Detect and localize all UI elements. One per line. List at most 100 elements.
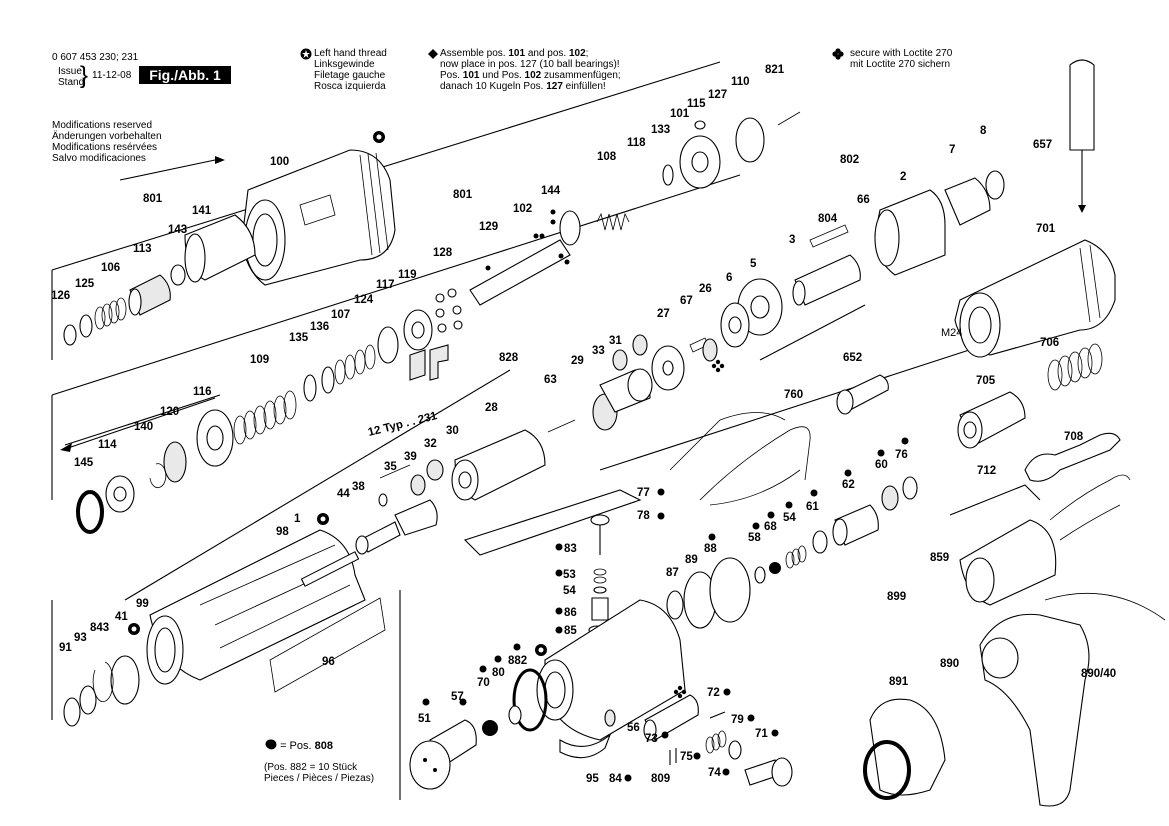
label-31: 31 (609, 335, 622, 347)
fitting-62 (832, 504, 879, 546)
valve-83 (590, 514, 610, 555)
label-28: 28 (485, 402, 498, 414)
label-127: 127 (708, 89, 727, 101)
brace-glyph: } (80, 62, 89, 89)
plates-117 (409, 344, 449, 381)
pieces-line-1: (Pos. 882 = 10 Stück (264, 762, 358, 773)
label-828: 828 (499, 352, 519, 364)
bush-114 (105, 475, 135, 513)
filter-60 (881, 485, 899, 511)
washer-136 (321, 366, 335, 394)
part-number: 0 607 453 230; 231 (52, 52, 139, 63)
label-54a: 54 (783, 512, 796, 524)
spring-108 (596, 212, 630, 231)
coupling-859 (959, 474, 1131, 606)
oring-76 (902, 476, 918, 500)
part-labels: 100 801 141 143 113 106 125 126 801 129 … (51, 64, 1116, 785)
ball-70 (482, 720, 498, 736)
washer-125 (79, 314, 93, 338)
label-73: 73 (645, 733, 658, 745)
label-144: 144 (541, 185, 561, 197)
label-136: 136 (310, 321, 329, 333)
label-101: 101 (670, 108, 690, 120)
label-701: 701 (1036, 223, 1056, 235)
cylinder-2 (874, 189, 946, 276)
left-thread-en: Left hand thread (314, 48, 387, 59)
label-26: 26 (699, 283, 712, 295)
label-29: 29 (571, 355, 584, 367)
plug-86 (591, 597, 609, 621)
label-79: 79 (731, 714, 744, 726)
plate-27 (651, 345, 685, 391)
mod-line-de: Änderungen vorbehalten (52, 131, 162, 142)
label-61: 61 (806, 501, 819, 513)
label-70: 70 (477, 677, 490, 689)
label-859: 859 (930, 552, 949, 564)
nipple-705 (957, 391, 1026, 449)
pin-821 (777, 111, 801, 126)
assemble-line-2: now place in pos. 127 (10 ball bearings)… (440, 59, 620, 70)
label-78: 78 (637, 510, 650, 522)
label-68: 68 (764, 521, 777, 533)
label-708: 708 (1064, 431, 1084, 443)
gear-33 (612, 349, 628, 371)
label-89: 89 (685, 554, 698, 566)
loctite-en: secure with Loctite 270 (850, 48, 953, 59)
plate-51 (409, 740, 451, 790)
label-6: 6 (726, 272, 732, 284)
label-63: 63 (544, 374, 557, 386)
washer-133 (662, 164, 674, 186)
spring-74 (705, 730, 727, 754)
spring-106 (94, 297, 127, 330)
circled-star-icon (128, 131, 547, 656)
oring-80 (512, 668, 548, 732)
loctite-note: secure with Loctite 270 mit Loctite 270 … (832, 48, 952, 70)
rotor-3 (792, 254, 861, 306)
mod-line-fr: Modifications resérvées (52, 142, 158, 153)
mod-line-es: Salvo modificaciones (52, 153, 146, 164)
left-thread-fr: Filetage gauche (314, 70, 386, 81)
label-75: 75 (680, 751, 693, 763)
label-760: 760 (784, 389, 803, 401)
label-38: 38 (352, 481, 365, 493)
label-126: 126 (51, 290, 70, 302)
label-3: 3 (789, 234, 795, 246)
spindle-38-44 (355, 493, 438, 555)
label-60: 60 (875, 459, 888, 471)
label-83: 83 (564, 543, 577, 555)
knurl-113 (128, 274, 171, 316)
screwdriver-657 (1069, 59, 1095, 213)
pieces-note: (Pos. 882 = 10 Stück Pieces / Pièces / P… (264, 762, 374, 784)
label-44: 44 (337, 488, 350, 500)
ring-124 (377, 326, 399, 364)
plate-98 (300, 551, 360, 587)
label-804: 804 (818, 213, 838, 225)
loctite-de: mit Loctite 270 sichern (850, 59, 951, 70)
oring-891 (863, 740, 911, 800)
label-108: 108 (597, 151, 617, 163)
circled-star-icon (300, 48, 312, 60)
label-80: 80 (492, 667, 505, 679)
four-leaf-clover-icon (832, 48, 844, 60)
clip-95 (559, 733, 612, 759)
label-53: 53 (563, 569, 576, 581)
housing-1 (146, 529, 366, 685)
label-1: 1 (294, 513, 301, 525)
vane-804 (809, 224, 849, 248)
lever-77 (463, 489, 642, 556)
label-7: 7 (949, 144, 955, 156)
label-58: 58 (748, 532, 761, 544)
oring-145 (76, 490, 104, 534)
hex-key-712 (949, 484, 1041, 516)
spring-107 (334, 344, 376, 385)
housing-100 (241, 149, 396, 286)
sleeve-119 (403, 309, 433, 351)
label-76: 76 (895, 449, 908, 461)
label-32: 32 (424, 438, 437, 450)
label-84: 84 (609, 773, 622, 785)
label-93: 93 (74, 632, 87, 644)
label-35: 35 (384, 461, 397, 473)
label-66: 66 (857, 194, 870, 206)
label-107: 107 (331, 309, 350, 321)
